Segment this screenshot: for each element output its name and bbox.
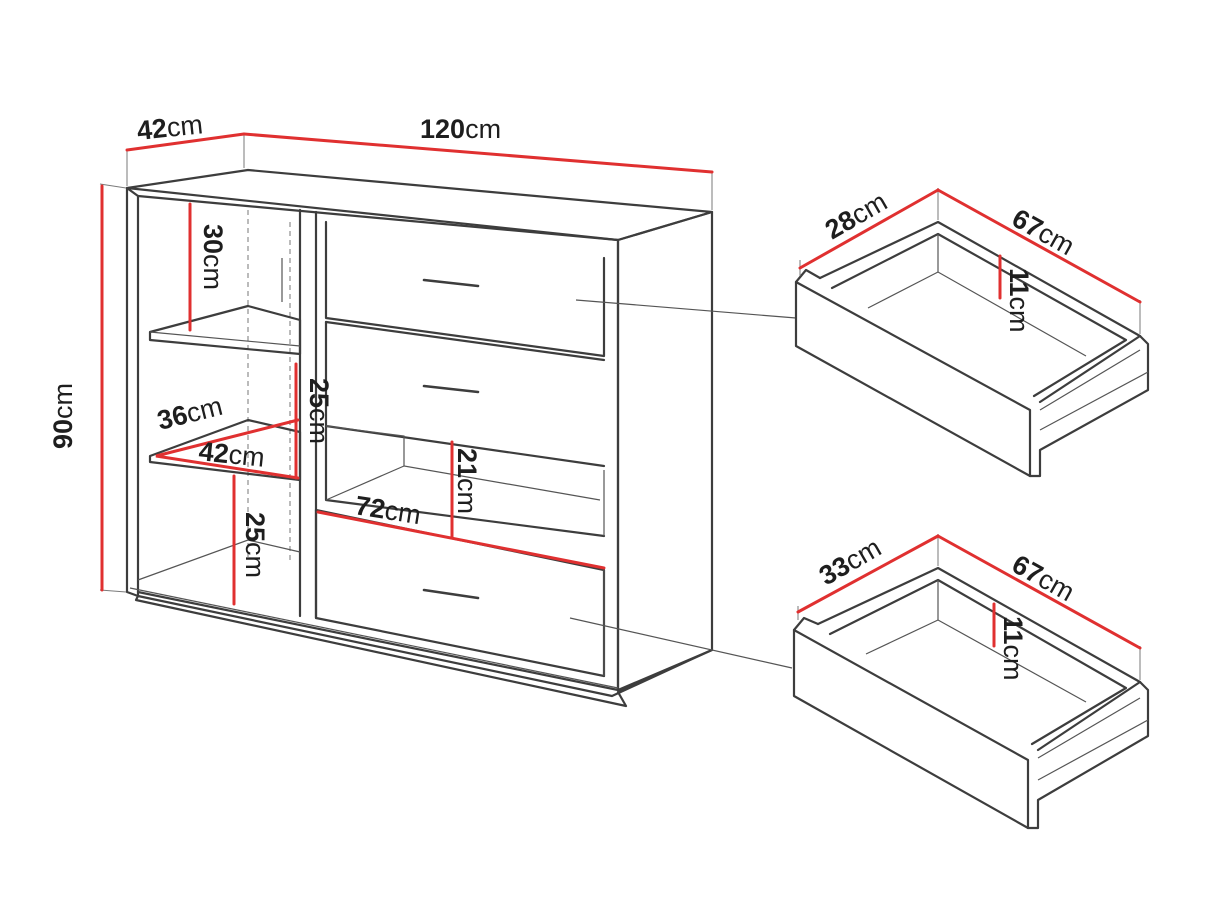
cabinet-plinth: [134, 594, 714, 708]
drawer-detail-1: [794, 188, 1150, 478]
label-upper-shelf: 30cm: [198, 224, 228, 290]
label-width: 120cm: [420, 114, 501, 144]
drawer-1-dim-depth: [798, 188, 940, 270]
drawer-front-1: [324, 220, 606, 358]
lower-shelf: [148, 418, 302, 482]
drawer-2-dim-length: [936, 534, 1142, 650]
cabinet-right-side: [616, 210, 714, 692]
dimension-lines: [100, 132, 714, 606]
label-drawer-1-height: 11cm: [1004, 268, 1034, 333]
label-middle-gap: 25cm: [304, 378, 334, 444]
drawer-front-3: [314, 508, 606, 678]
dim-line-width: [242, 132, 714, 174]
extension-lines: [99, 134, 713, 593]
label-drawer-2-height: 11cm: [998, 616, 1028, 681]
drawer-1-dim-length: [936, 188, 1142, 304]
label-shelf-width: 42cm: [197, 436, 266, 473]
compartment-floor: [137, 539, 301, 581]
label-inner-height: 21cm: [452, 448, 482, 514]
drawer-front-2: [324, 320, 606, 468]
cabinet: [125, 168, 714, 708]
label-shelf-depth: 36cm: [154, 391, 225, 436]
leader-line-drawer-1: [575, 299, 797, 319]
dim-line-shelf-triangle: [155, 418, 300, 480]
upper-shelf: [148, 304, 302, 356]
open-compartment-inner: [324, 424, 606, 538]
label-lower-shelf: 25cm: [240, 512, 270, 578]
dim-line-depth: [125, 132, 246, 152]
label-depth: 42cm: [135, 109, 204, 146]
dim-line-inner-width: [316, 510, 606, 570]
label-height: 90cm: [48, 383, 78, 449]
label-drawer-2-length: 67cm: [1007, 549, 1079, 607]
cabinet-left-side: [125, 186, 140, 598]
cabinet-bottom: [136, 590, 620, 692]
label-drawer-1-length: 67cm: [1007, 203, 1079, 261]
leader-line-drawer-2: [569, 617, 793, 669]
drawer-2-dim-depth: [796, 534, 940, 614]
cabinet-base-edge: [129, 587, 619, 689]
label-inner-width: 72cm: [353, 490, 423, 530]
drawer-detail-2: [792, 534, 1150, 830]
upper-shelf-front: [149, 331, 301, 347]
